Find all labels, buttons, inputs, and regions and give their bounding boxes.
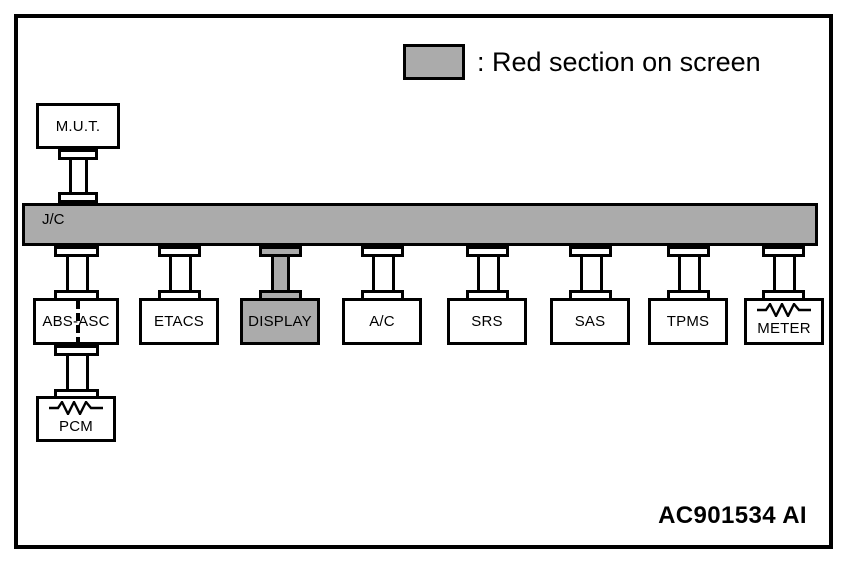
meter-bus-cap	[762, 246, 805, 257]
meter-rail-right	[793, 257, 796, 290]
pcm-resistor-icon	[49, 401, 103, 415]
display-node[interactable]: DISPLAY	[240, 298, 320, 345]
etacs-label: ETACS	[154, 313, 204, 330]
meter-rail-left	[773, 257, 776, 290]
srs-bus-cap	[466, 246, 509, 257]
tpms-rail-left	[678, 257, 681, 290]
sas-node[interactable]: SAS	[550, 298, 630, 345]
meter-resistor-icon	[757, 303, 811, 317]
ac-bus-cap	[361, 246, 404, 257]
tpms-bus-cap	[667, 246, 710, 257]
meter-node[interactable]: METER	[744, 298, 824, 345]
abs-asc-rail-left	[66, 257, 69, 290]
sas-bus-cap	[569, 246, 612, 257]
legend-label: : Red section on screen	[477, 46, 761, 77]
abs-asc-bus-cap	[54, 246, 99, 257]
pcm-node[interactable]: PCM	[36, 396, 116, 442]
mut-rail-right	[85, 160, 88, 193]
tpms-label: TPMS	[666, 313, 710, 330]
srs-rail-left	[477, 257, 480, 290]
srs-label: SRS	[471, 313, 503, 330]
tpms-rail-right	[698, 257, 701, 290]
pcm-rail-right	[86, 356, 89, 389]
etacs-rail-left	[169, 257, 172, 290]
jc-label: J/C	[42, 211, 65, 228]
mut-rail-left	[69, 160, 72, 193]
ac-rail-left	[372, 257, 375, 290]
display-label: DISPLAY	[248, 313, 312, 330]
mut-label: M.U.T.	[55, 117, 101, 135]
mut-node[interactable]: M.U.T.	[36, 103, 120, 149]
part-number: AC901534 AI	[658, 502, 807, 529]
abs-asc-divider	[76, 301, 80, 345]
etacs-node[interactable]: ETACS	[139, 298, 219, 345]
ac-rail-right	[392, 257, 395, 290]
pcm-rail-left	[66, 356, 69, 389]
mut-bus-cap	[58, 192, 98, 203]
mut-lower-cap	[58, 149, 98, 160]
pcm-label: PCM	[59, 417, 93, 435]
legend: : Red section on screen	[403, 44, 761, 80]
ac-label: A/C	[369, 313, 395, 330]
junction-connector-bus[interactable]	[22, 203, 818, 246]
sas-rail-right	[600, 257, 603, 290]
tpms-node[interactable]: TPMS	[648, 298, 728, 345]
abs-asc-label: ABS-ASC	[42, 313, 110, 330]
gray-square-swatch-icon	[403, 44, 465, 80]
display-stem	[271, 254, 290, 293]
meter-label: METER	[757, 320, 811, 337]
srs-rail-right	[497, 257, 500, 290]
sas-rail-left	[580, 257, 583, 290]
abs-asc-lower-cap	[54, 345, 99, 356]
srs-node[interactable]: SRS	[447, 298, 527, 345]
abs-asc-rail-right	[86, 257, 89, 290]
ac-node[interactable]: A/C	[342, 298, 422, 345]
sas-label: SAS	[574, 313, 606, 330]
diagram-frame	[14, 14, 833, 549]
etacs-bus-cap	[158, 246, 201, 257]
etacs-rail-right	[189, 257, 192, 290]
